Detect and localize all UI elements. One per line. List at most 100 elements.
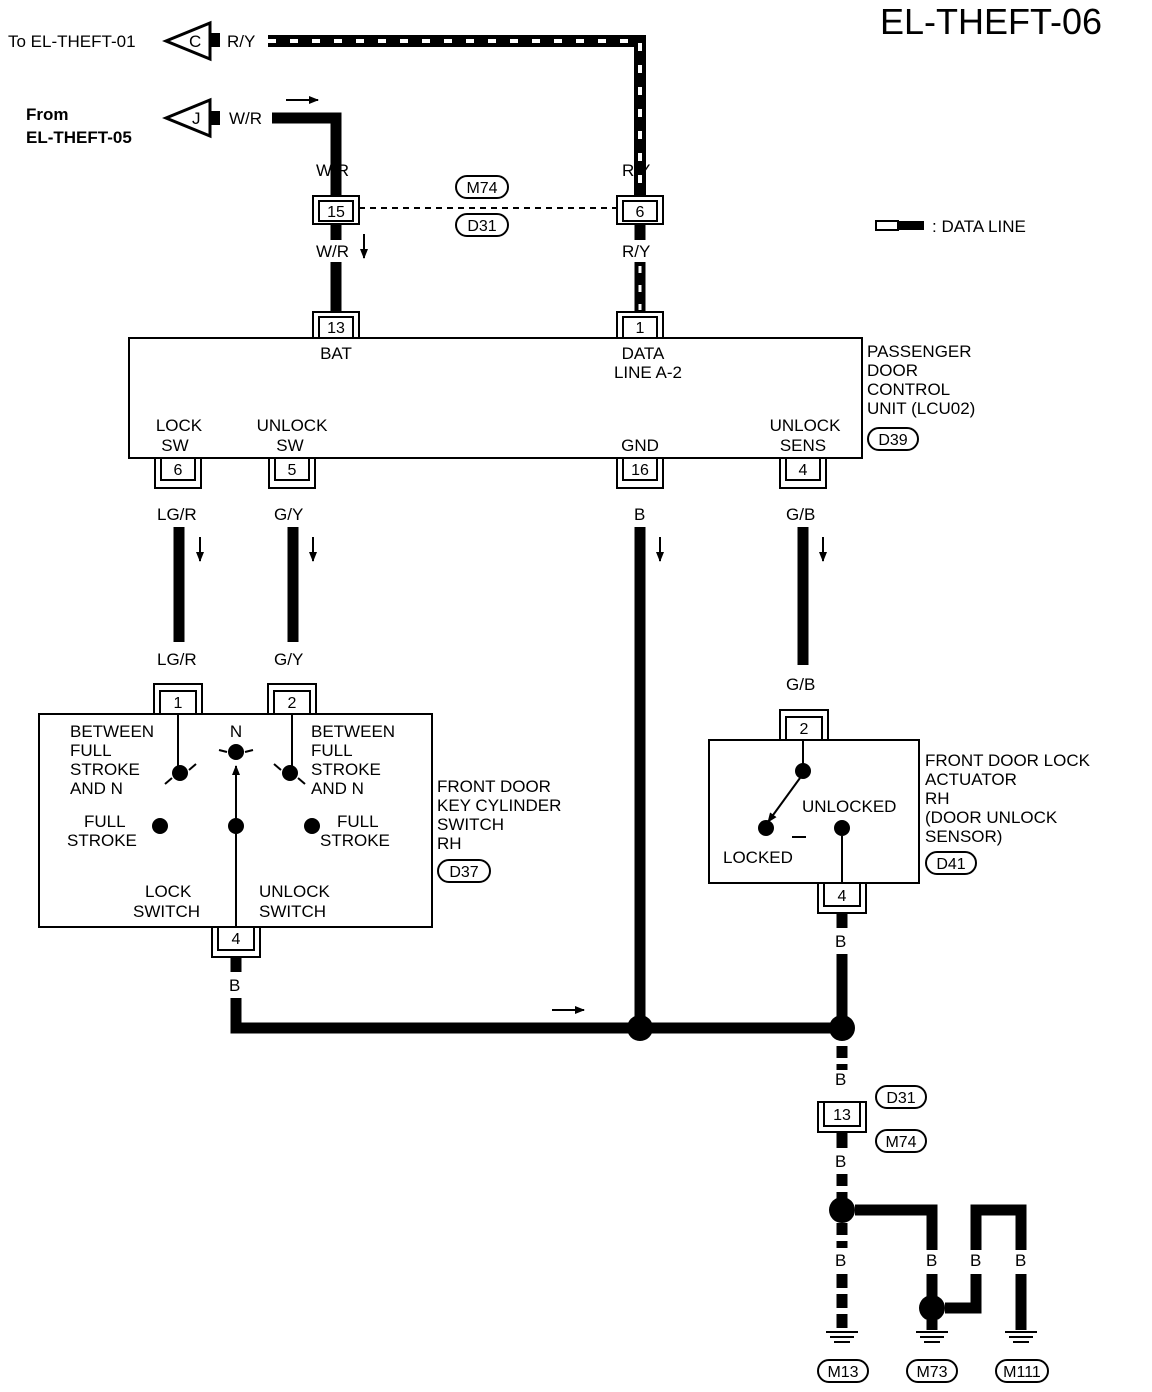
connector-pin-15: 15 [312, 195, 360, 225]
svg-text:M74: M74 [885, 1134, 916, 1151]
ks-full-right-1: FULL [337, 812, 379, 831]
act-name-1: FRONT DOOR LOCK [925, 751, 1091, 770]
ks-name-3: SWITCH [437, 815, 504, 834]
ref-to-theft01: To EL-THEFT-01 [8, 32, 136, 51]
unit-sens-2: SENS [780, 436, 826, 455]
connector-pin-2-actuator: 2 [779, 709, 829, 741]
ks-unlock-2: SWITCH [259, 902, 326, 921]
unit-gnd: GND [621, 436, 659, 455]
ground-symbol-m13 [826, 1331, 858, 1343]
unit-lock-2: SW [161, 436, 188, 455]
svg-text:D41: D41 [936, 856, 965, 873]
ks-full-left-1: FULL [84, 812, 126, 831]
wire-color-wr-1: W/R [316, 161, 349, 180]
unit-name-2: DOOR [867, 361, 918, 380]
wire-color-lgr-2: LG/R [157, 650, 197, 669]
svg-text:1: 1 [636, 320, 645, 337]
page-title: EL-THEFT-06 [880, 1, 1102, 42]
svg-text:16: 16 [631, 462, 649, 479]
ks-name-2: KEY CYLINDER [437, 796, 561, 815]
svg-text:1: 1 [174, 695, 183, 712]
connector-pin-1-unit: 1 [616, 311, 664, 339]
connector-pin-4-actuator: 4 [817, 882, 867, 914]
wire-color-b-4: B [835, 1152, 846, 1171]
svg-text:D37: D37 [449, 864, 478, 881]
ks-neutral: N [230, 722, 242, 741]
ks-lock-2: SWITCH [133, 902, 200, 921]
svg-text:M13: M13 [827, 1364, 858, 1381]
ks-lock-1: LOCK [145, 882, 192, 901]
unit-bat: BAT [320, 344, 352, 363]
svg-text:4: 4 [232, 931, 241, 948]
data-line-legend: : DATA LINE [875, 217, 1026, 236]
wire-color-b-act: B [835, 932, 846, 951]
ks-name-4: RH [437, 834, 462, 853]
badge-m73: M73 [906, 1359, 958, 1383]
svg-text:4: 4 [799, 462, 808, 479]
unit-unlock-1: UNLOCK [257, 416, 329, 435]
badge-m111: M111 [995, 1359, 1049, 1383]
wire-color-wr-top: W/R [229, 109, 262, 128]
connector-c-label: C [189, 32, 201, 51]
svg-text:6: 6 [174, 462, 183, 479]
unit-name-4: UNIT (LCU02) [867, 399, 975, 418]
ks-unlock-1: UNLOCK [259, 882, 331, 901]
act-unlocked: UNLOCKED [802, 797, 896, 816]
svg-text:D31: D31 [886, 1090, 915, 1107]
badge-d39: D39 [867, 427, 919, 451]
splice-point [919, 1295, 945, 1321]
ks-between-left-4: AND N [70, 779, 123, 798]
svg-text:D39: D39 [878, 432, 907, 449]
act-locked: LOCKED [723, 848, 793, 867]
connector-pin-13-ground: 13 [817, 1101, 867, 1133]
svg-text:2: 2 [800, 721, 809, 738]
unit-data-2: LINE A-2 [614, 363, 682, 382]
wire-color-gb-1: G/B [786, 505, 815, 524]
wire-color-b-3: B [835, 1070, 846, 1089]
svg-text:M74: M74 [466, 180, 497, 197]
splice-point [627, 1015, 653, 1041]
svg-text:M111: M111 [1003, 1364, 1041, 1381]
wire-color-b-switch: B [229, 976, 240, 995]
wire-color-b-m13: B [835, 1251, 846, 1270]
connector-pin-16-unit: 16 [616, 457, 664, 489]
connector-pin-13-unit: 13 [312, 311, 360, 339]
act-name-5: SENSOR) [925, 827, 1002, 846]
unit-lock-1: LOCK [156, 416, 203, 435]
wire-color-wr-2: W/R [316, 242, 349, 261]
wire-wr-input [272, 112, 342, 196]
ground-bus [230, 998, 842, 1034]
unit-data-1: DATA [622, 344, 665, 363]
ks-between-right-2: FULL [311, 741, 353, 760]
ground-symbol-m73 [916, 1331, 948, 1343]
connector-c-ref: C [162, 20, 220, 62]
badge-m74-bottom: M74 [875, 1129, 927, 1153]
wire-color-b-gnd: B [634, 505, 645, 524]
svg-text:D31: D31 [467, 218, 496, 235]
connector-pin-4-unit: 4 [779, 457, 827, 489]
wire-color-gy-1: G/Y [274, 505, 303, 524]
wire-color-ry-top: R/Y [227, 32, 255, 51]
ks-between-right-4: AND N [311, 779, 364, 798]
wire-color-b-m111: B [1015, 1251, 1026, 1270]
data-line-wire [268, 35, 646, 195]
unit-unlock-2: SW [276, 436, 303, 455]
wire-color-ry-1: R/Y [622, 161, 650, 180]
wire-color-b-loop: B [970, 1251, 981, 1270]
control-unit-box [128, 337, 863, 459]
connector-pin-6-unit: 6 [154, 457, 202, 489]
ks-between-right-3: STROKE [311, 760, 381, 779]
ks-between-left-1: BETWEEN [70, 722, 154, 741]
connector-pin-4-switch: 4 [211, 926, 261, 958]
wire-color-gb-2: G/B [786, 675, 815, 694]
unit-name-1: PASSENGER [867, 342, 972, 361]
connector-j-ref: J [162, 97, 220, 139]
svg-text:6: 6 [636, 204, 645, 221]
connector-pin-2-switch: 2 [267, 683, 317, 715]
ref-from-line2: EL-THEFT-05 [26, 128, 132, 147]
actuator-switch [758, 740, 850, 883]
act-name-4: (DOOR UNLOCK [925, 808, 1058, 827]
badge-d31-bottom: D31 [875, 1085, 927, 1109]
ref-from-line1: From [26, 105, 69, 124]
wire-color-lgr-1: LG/R [157, 505, 197, 524]
